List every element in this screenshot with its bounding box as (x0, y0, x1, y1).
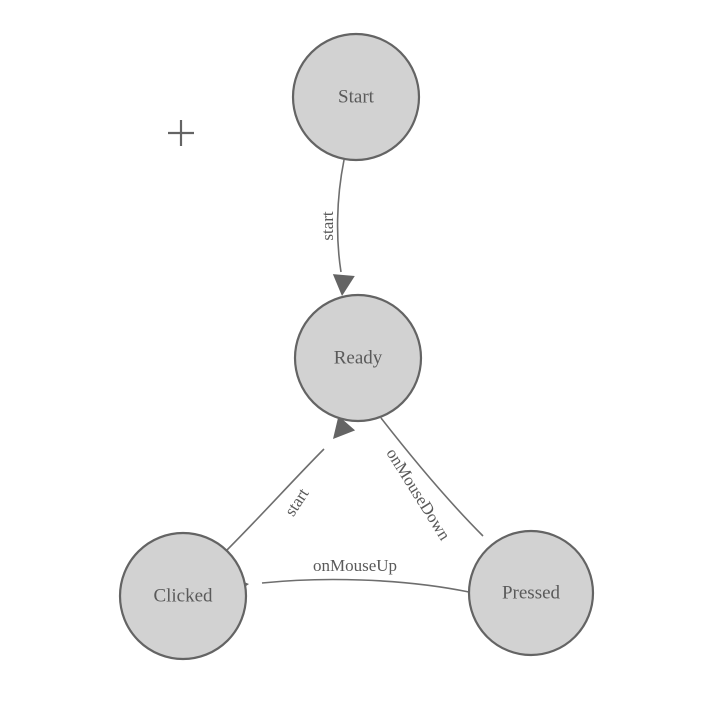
node-circle (118, 531, 248, 661)
node-label: Clicked (153, 585, 213, 606)
edge-line (380, 417, 484, 537)
edge-line (261, 578, 470, 593)
edge-label-onmouseup: onMouseUp (313, 556, 397, 575)
edge-arrowhead (332, 274, 355, 296)
node-clicked[interactable]: Clicked (118, 531, 248, 661)
edge-clicked-to-ready[interactable]: start (225, 415, 356, 552)
node-ready[interactable]: Ready (293, 293, 423, 423)
edge-label-start: start (318, 211, 337, 241)
nodes-layer: Start Ready Clicked Pressed (118, 32, 595, 661)
edge-arrowhead (333, 415, 356, 439)
node-pressed[interactable]: Pressed (467, 529, 595, 657)
edge-line (225, 448, 325, 552)
node-start[interactable]: Start (291, 32, 421, 162)
node-circle (291, 32, 421, 162)
node-circle (467, 529, 595, 657)
edge-start-to-ready[interactable]: start (318, 159, 355, 297)
node-circle (293, 293, 423, 423)
node-label: Start (338, 86, 375, 107)
crosshair-marker-icon (168, 120, 194, 146)
node-label: Pressed (502, 582, 561, 603)
edge-pressed-to-clicked[interactable]: onMouseUp (226, 556, 470, 598)
node-label: Ready (334, 347, 383, 368)
edge-line (336, 159, 345, 273)
